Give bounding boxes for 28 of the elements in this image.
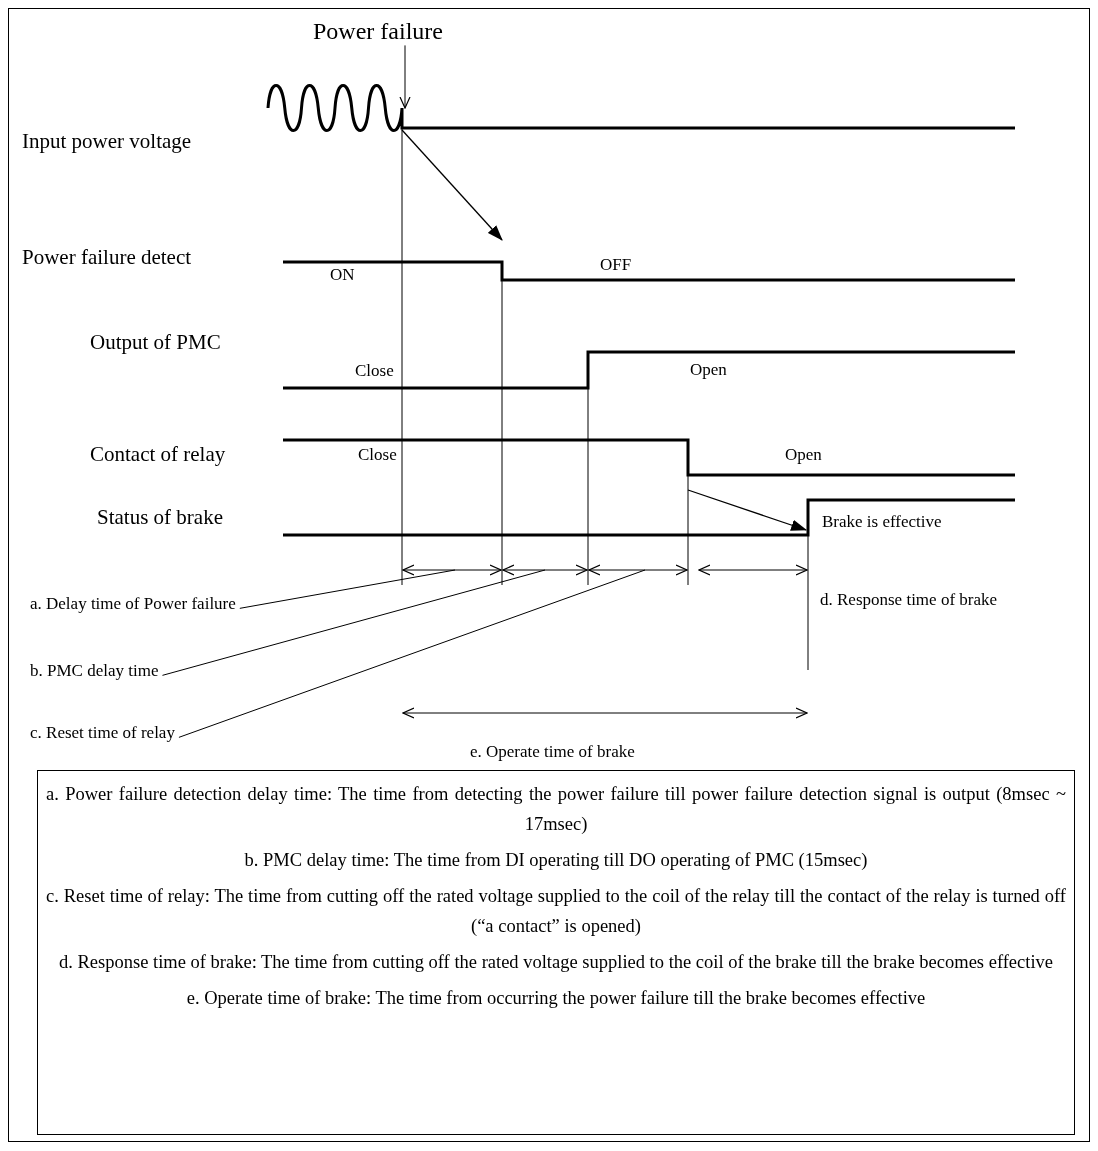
note-text: c. Reset time of relay: The time from cutting off the rated voltage supplied to the coil of the relay till the contact of the relay is turned off (“a contact” is opened) bbox=[46, 885, 1066, 938]
label-text: Open bbox=[785, 445, 822, 465]
event-label: Power failure bbox=[313, 18, 443, 45]
leader-line bbox=[178, 569, 646, 738]
label-text: Close bbox=[355, 361, 394, 381]
label-text: Brake is effective bbox=[822, 512, 942, 532]
note-text: e. Operate time of brake: The time from occurring the power failure till the brake becomes effective bbox=[185, 987, 927, 1010]
leader-line bbox=[161, 569, 546, 676]
notes-box bbox=[37, 770, 1075, 1135]
label-text: Close bbox=[358, 445, 397, 465]
callout-text: a. Delay time of Power failure bbox=[30, 595, 236, 614]
note-text: d. Response time of brake: The time from cutting off the rated voltage supplied to the coil of the brake till the brake becomes effective bbox=[57, 951, 1055, 974]
label-text: ON bbox=[330, 265, 355, 285]
note-text: a. Power failure detection delay time: The time from detecting the power failure till power failure detection signal is output (8msec ~ 17msec) bbox=[46, 783, 1066, 836]
label-text: d. Response time of brake bbox=[820, 590, 998, 610]
label-text: OFF bbox=[600, 255, 632, 275]
label-text: Contact of relay bbox=[90, 443, 226, 467]
label-text: e. Operate time of brake bbox=[470, 742, 635, 762]
leader-line bbox=[239, 569, 456, 609]
callout-text: b. PMC delay time bbox=[30, 662, 159, 681]
label-text: Power failure detect bbox=[22, 246, 192, 270]
callout-text: c. Reset time of relay bbox=[30, 724, 175, 743]
label-text: Status of brake bbox=[97, 506, 223, 530]
arrow bbox=[399, 44, 411, 109]
note-text: b. PMC delay time: The time from DI operating till DO operating of PMC (15msec) bbox=[243, 849, 869, 872]
label-text: Output of PMC bbox=[90, 331, 221, 355]
label-text: Open bbox=[690, 360, 727, 380]
label-text: Input power voltage bbox=[22, 130, 192, 154]
